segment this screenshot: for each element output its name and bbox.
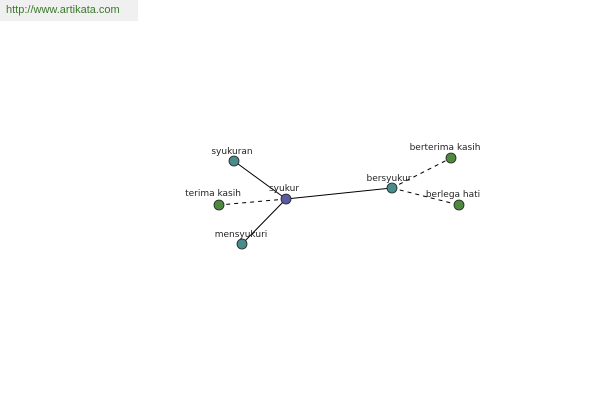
edges-layer <box>218 157 460 245</box>
edge-syukur-terima-kasih <box>218 198 287 206</box>
node-syukur[interactable] <box>280 193 292 205</box>
node-label-bersyukur: bersyukur <box>366 174 411 184</box>
node-syukuran[interactable] <box>228 155 240 167</box>
node-bersyukur[interactable] <box>386 182 398 194</box>
node-berterima-kasih[interactable] <box>445 152 457 164</box>
nodes-layer <box>213 152 465 250</box>
node-label-terima-kasih: terima kasih <box>185 189 241 199</box>
node-label-mensyukuri: mensyukuri <box>215 230 268 240</box>
node-label-berlega-hati: berlega hati <box>426 190 480 200</box>
source-banner: http://www.artikata.com <box>0 0 138 21</box>
node-terima-kasih[interactable] <box>213 199 225 211</box>
edge-syukur-mensyukuri <box>241 198 287 245</box>
edge-syukur-bersyukur <box>285 187 393 200</box>
node-berlega-hati[interactable] <box>453 199 465 211</box>
edge-bersyukur-berterima-kasih <box>391 157 452 189</box>
edge-syukur-syukuran <box>233 160 287 200</box>
node-label-syukur: syukur <box>269 184 299 194</box>
edge-bersyukur-berlega-hati <box>391 187 460 206</box>
source-link[interactable]: http://www.artikata.com <box>6 4 120 16</box>
node-mensyukuri[interactable] <box>236 238 248 250</box>
node-label-syukuran: syukuran <box>211 147 252 157</box>
labels-layer: syukur syukuran terima kasih mensyukuri bers… <box>185 143 480 240</box>
node-label-berterima-kasih: berterima kasih <box>410 143 481 153</box>
